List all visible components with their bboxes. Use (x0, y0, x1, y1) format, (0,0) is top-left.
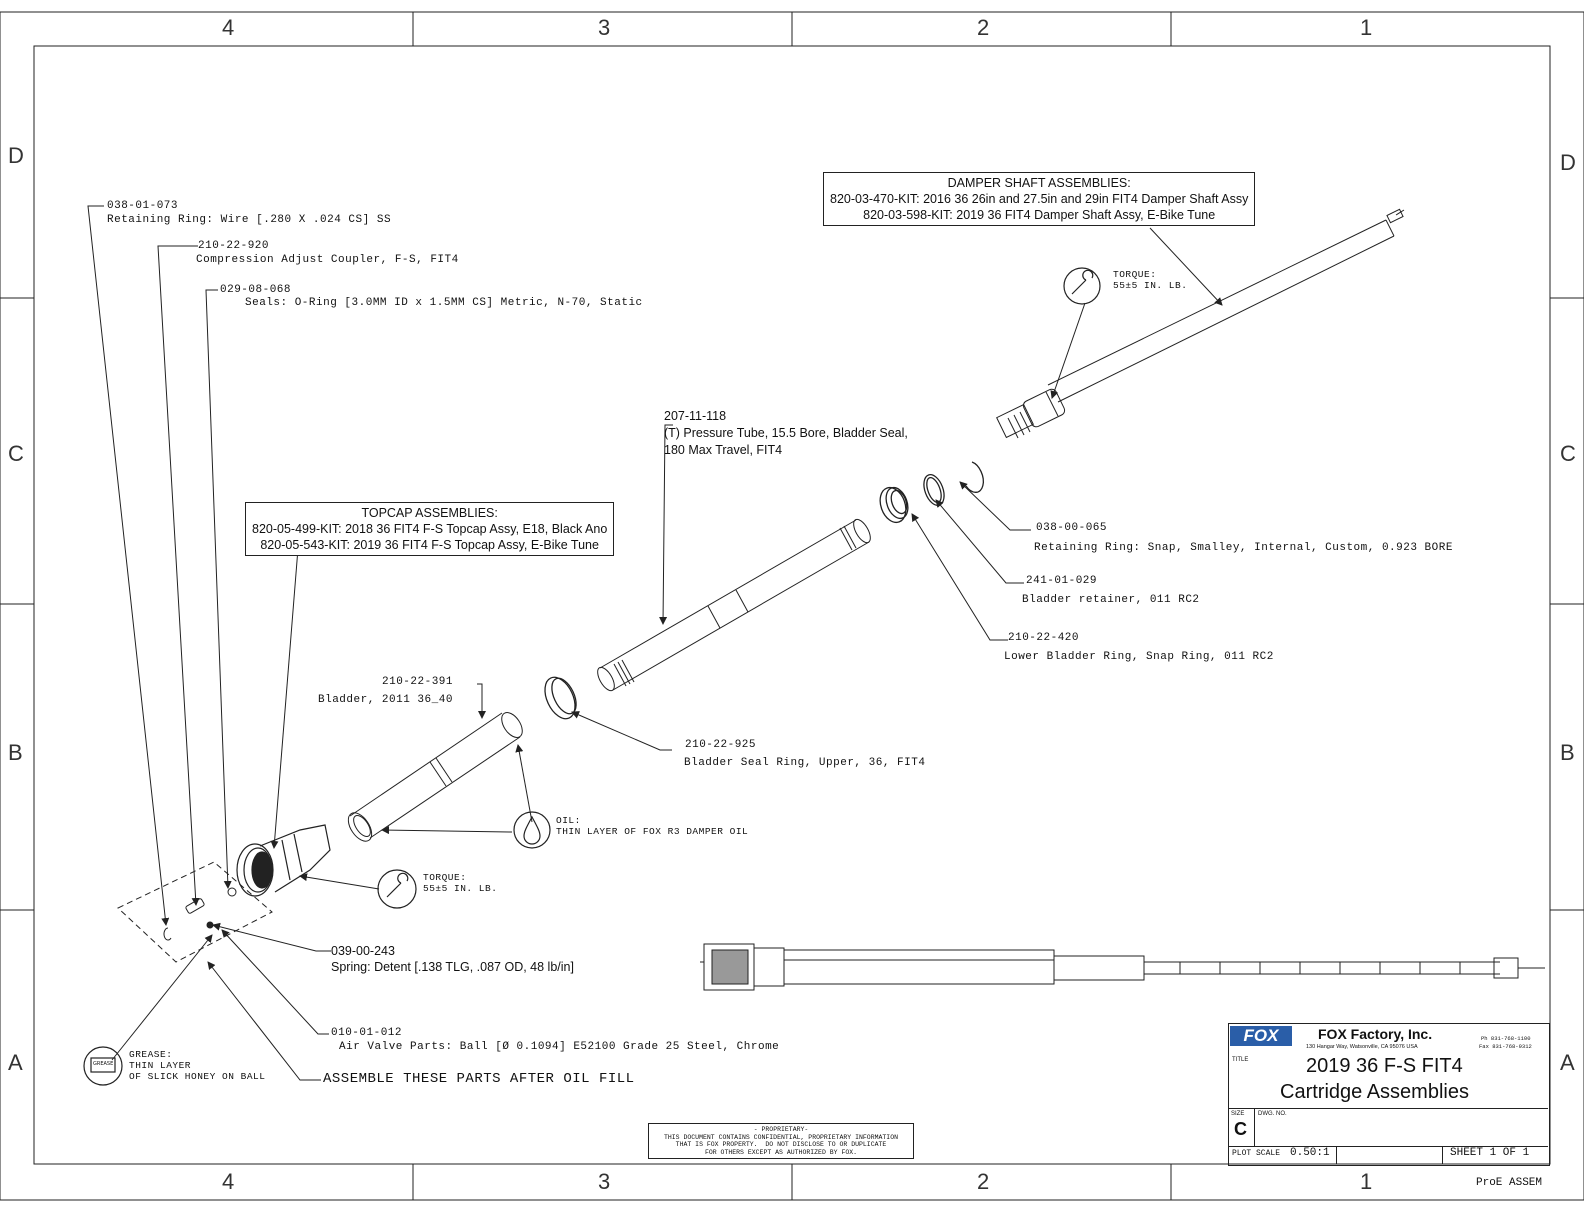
zone-left-a: A (8, 1050, 23, 1075)
zone-right-c: C (1560, 441, 1576, 466)
callout-010-01-012-desc: Air Valve Parts: Ball [Ø 0.1094] E52100 … (339, 1041, 780, 1053)
callout-038-00-065-pn: 038-00-065 (1036, 522, 1108, 534)
zone-left-d: D (8, 143, 24, 168)
size-value: C (1234, 1119, 1247, 1139)
topcap (236, 824, 331, 897)
topcap-assemblies-box: TOPCAP ASSEMBLIES: 820-05-499-KIT: 2018 … (245, 502, 615, 556)
zone-top-1: 1 (1360, 15, 1373, 40)
zone-top-4: 4 (222, 15, 235, 40)
callout-210-22-391-pn: 210-22-391 (382, 676, 454, 688)
topcap-box-line1: 820-05-499-KIT: 2018 36 FIT4 F-S Topcap … (252, 522, 608, 536)
zone-bottom-4: 4 (222, 1169, 235, 1194)
assemble-note: ASSEMBLE THESE PARTS AFTER OIL FILL (323, 1071, 635, 1087)
company-phone: Ph 831-768-1100 (1481, 1035, 1531, 1042)
dwg-no-label: DWG. NO. (1258, 1111, 1287, 1117)
lower-bladder-ring-210-22-420 (879, 486, 909, 524)
size-label: SIZE (1231, 1111, 1245, 1117)
callout-210-22-920-pn: 210-22-920 (198, 240, 270, 252)
leader-lines (87, 205, 1223, 1081)
fox-logo: FOX (1230, 1026, 1292, 1046)
torque-bottom-label: TORQUE: (423, 872, 467, 883)
proe-assem-label: ProE ASSEM (1476, 1177, 1543, 1189)
damper-box-line2: 820-03-598-KIT: 2019 36 FIT4 Damper Shaf… (863, 208, 1216, 222)
bladder-seal-ring-210-22-925 (544, 676, 577, 720)
company-fax: Fax 831-768-9312 (1479, 1043, 1532, 1050)
callout-210-22-925-pn: 210-22-925 (685, 739, 757, 751)
callout-210-22-420-pn: 210-22-420 (1008, 632, 1080, 644)
callout-210-22-420-desc: Lower Bladder Ring, Snap Ring, 011 RC2 (1004, 651, 1274, 663)
plot-scale-label: PLOT SCALE (1232, 1149, 1281, 1158)
drawing-title-1: 2019 36 F-S FIT4 (1306, 1055, 1463, 1077)
bladder (347, 712, 523, 842)
torque-icon-top (1063, 267, 1101, 305)
zone-right-a: A (1560, 1050, 1575, 1075)
zone-top-3: 3 (598, 15, 611, 40)
callout-038-00-065-desc: Retaining Ring: Snap, Smalley, Internal,… (1034, 542, 1453, 554)
callout-210-22-391-desc: Bladder, 2011 36_40 (318, 694, 453, 706)
oil-drop-icon (513, 811, 551, 849)
callout-039-00-243-desc: Spring: Detent [.138 TLG, .087 OD, 48 lb… (331, 960, 574, 974)
callout-010-01-012-pn: 010-01-012 (331, 1027, 403, 1039)
title-block-divider (1228, 1108, 1548, 1147)
zone-bottom-2: 2 (977, 1169, 990, 1194)
title-block-divider2 (1228, 1146, 1548, 1147)
snap-ring-038-00-065 (965, 461, 984, 493)
damper-box-line1: 820-03-470-KIT: 2016 36 26in and 27.5in … (830, 192, 1249, 206)
callout-029-08-068-desc: Seals: O-Ring [3.0MM ID x 1.5MM CS] Metr… (245, 297, 643, 309)
grease-icon-text: GREASE (93, 1061, 114, 1067)
title-label: TITLE (1232, 1057, 1249, 1063)
sheet-number: SHEET 1 OF 1 (1450, 1147, 1530, 1159)
callout-207-11-118-desc1: (T) Pressure Tube, 15.5 Bore, Bladder Se… (664, 426, 908, 440)
callout-210-22-925-desc: Bladder Seal Ring, Upper, 36, FIT4 (684, 757, 926, 769)
grease-note-line2: THIN LAYER (129, 1060, 192, 1071)
callout-039-00-243-pn: 039-00-243 (331, 944, 395, 958)
company-address: 130 Hangar Way, Watsonville, CA 95076 US… (1306, 1044, 1418, 1050)
oil-note-text: THIN LAYER OF FOX R3 DAMPER OIL (556, 826, 749, 837)
damper-shaft-assembly (996, 208, 1405, 439)
zone-bottom-3: 3 (598, 1169, 611, 1194)
torque-bottom-value: 55±5 IN. LB. (423, 883, 498, 894)
callout-207-11-118-pn: 207-11-118 (664, 409, 727, 423)
zone-right-b: B (1560, 740, 1575, 765)
zone-right-d: D (1560, 150, 1576, 175)
title-block (1228, 1023, 1550, 1166)
torque-top-label: TORQUE: (1113, 269, 1157, 280)
callout-210-22-920-desc: Compression Adjust Coupler, F-S, FIT4 (196, 254, 459, 266)
topcap-box-line2: 820-05-543-KIT: 2019 36 FIT4 F-S Topcap … (260, 538, 599, 552)
oil-note-label: OIL: (556, 815, 581, 826)
grease-note-line3: OF SLICK HONEY ON BALL (129, 1071, 266, 1082)
damper-shaft-assemblies-box: DAMPER SHAFT ASSEMBLIES: 820-03-470-KIT:… (823, 172, 1256, 226)
plot-scale-value: 0.50:1 (1290, 1147, 1330, 1159)
zone-left-b: B (8, 740, 23, 765)
damper-box-title: DAMPER SHAFT ASSEMBLIES: (947, 176, 1131, 190)
sheet-divider (1442, 1146, 1443, 1164)
small-parts-group (117, 861, 273, 963)
callout-038-01-073-desc: Retaining Ring: Wire [.280 X .024 CS] SS (107, 214, 392, 226)
zone-left-c: C (8, 441, 24, 466)
callout-241-01-029-desc: Bladder retainer, 011 RC2 (1022, 594, 1200, 606)
zone-bottom-1: 1 (1360, 1169, 1373, 1194)
torque-icon-bottom (377, 869, 417, 909)
scale-divider (1336, 1146, 1337, 1164)
callout-241-01-029-pn: 241-01-029 (1026, 575, 1098, 587)
company-name: FOX Factory, Inc. (1318, 1026, 1433, 1042)
pressure-tube (597, 518, 871, 692)
callout-207-11-118-desc2: 180 Max Travel, FIT4 (664, 443, 783, 457)
full-cartridge-assembly (700, 943, 1545, 991)
zone-top-2: 2 (977, 15, 990, 40)
proprietary-notice: - PROPRIETARY- THIS DOCUMENT CONTAINS CO… (648, 1123, 914, 1159)
drawing-title-2: Cartridge Assemblies (1280, 1081, 1469, 1103)
small-parts (163, 887, 237, 941)
grease-icon (83, 1046, 123, 1086)
bladder-retainer-241-01-029 (923, 474, 945, 506)
grease-note-label: GREASE: (129, 1049, 173, 1060)
outer-border (0, 11, 1584, 1201)
callout-029-08-068-pn: 029-08-068 (220, 284, 292, 296)
callout-038-01-073-pn: 038-01-073 (107, 200, 179, 212)
torque-top-value: 55±5 IN. LB. (1113, 280, 1188, 291)
topcap-box-title: TOPCAP ASSEMBLIES: (361, 506, 498, 520)
size-divider (1254, 1108, 1255, 1146)
